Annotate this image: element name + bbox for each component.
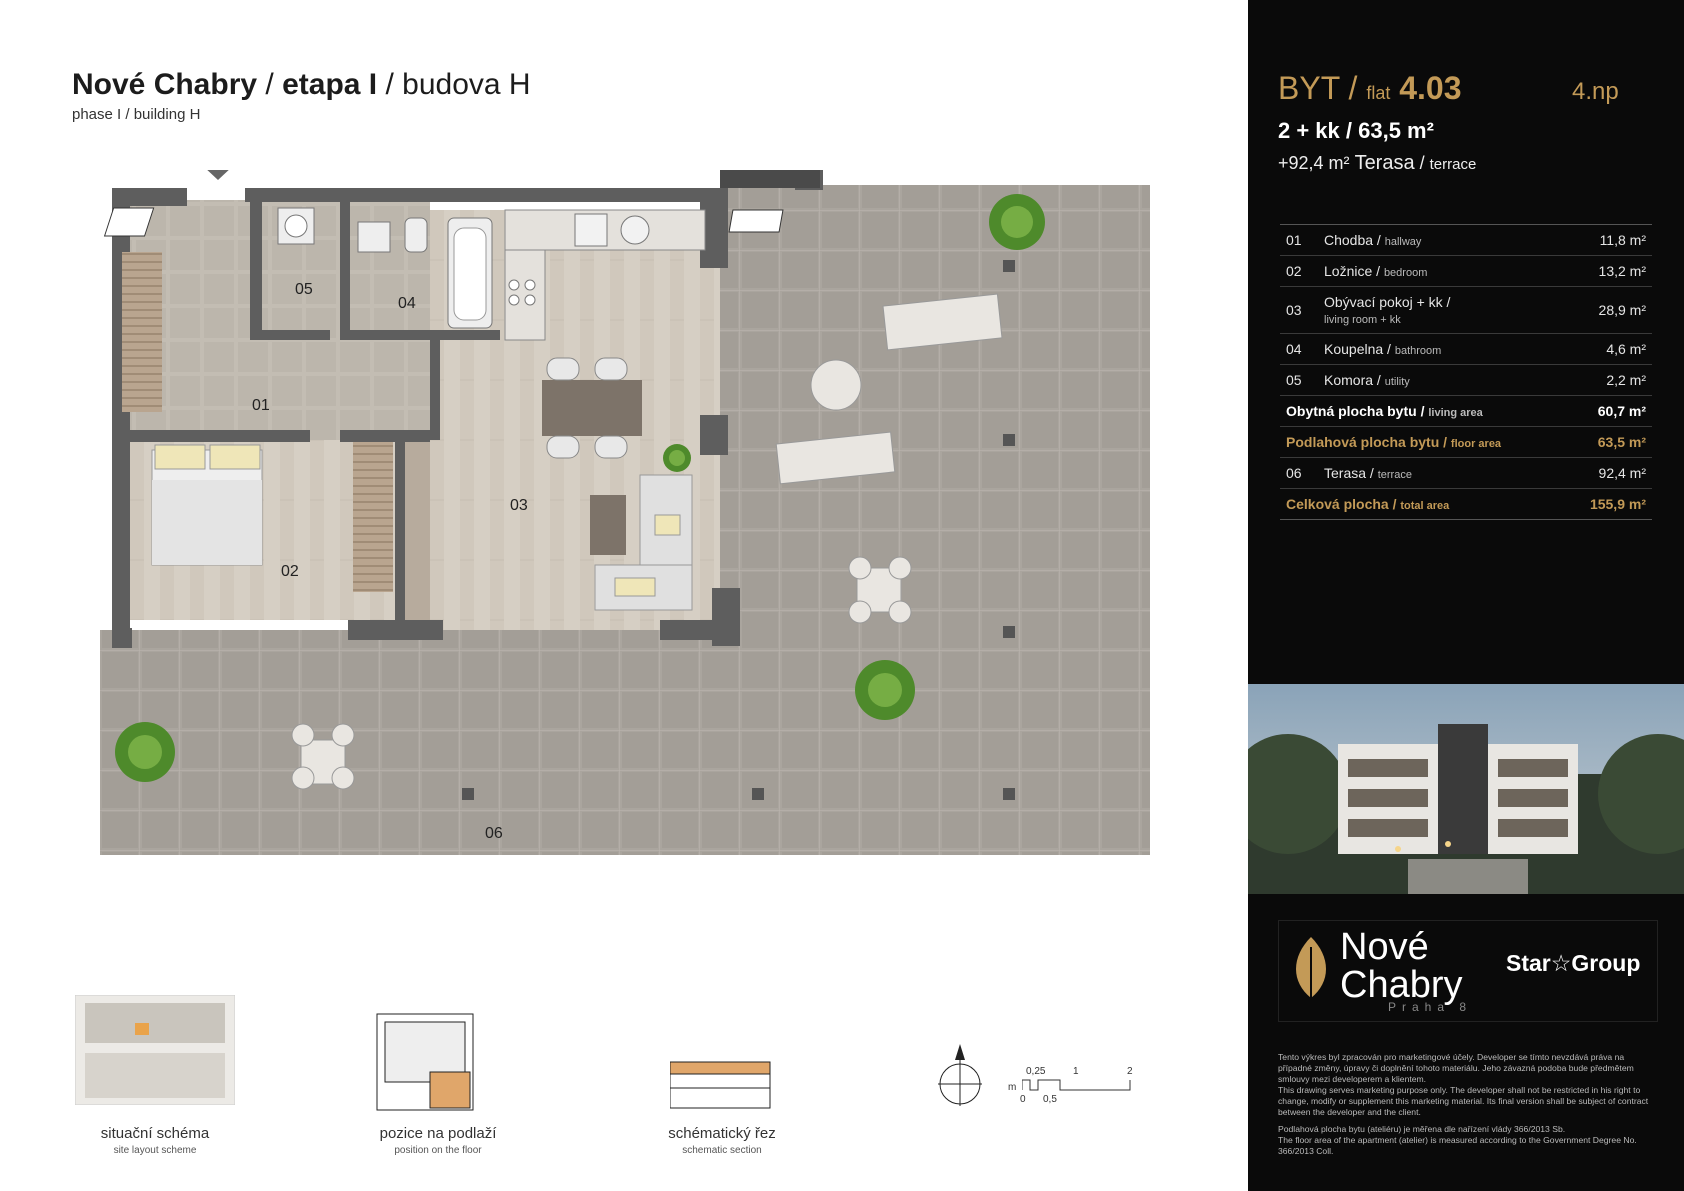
developer-logo: Star☆Group	[1506, 950, 1641, 976]
logo-area	[1278, 920, 1658, 1022]
disclaimer: Tento výkres byl zpracován pro marketing…	[1278, 1052, 1649, 1156]
site-scheme-thumbnail	[75, 995, 235, 1105]
terrace-summary: +92,4 m² Terasa / terrace	[1278, 152, 1477, 174]
phase-name: etapa I	[282, 68, 378, 101]
building-name: budova H	[402, 68, 531, 101]
floor-position-caption: pozice na podlaží	[379, 1125, 497, 1142]
scale-label-0: 0	[1020, 1094, 1026, 1105]
floor-number: 4.np	[1572, 78, 1619, 105]
floor-position-caption-en: position on the floor	[394, 1145, 482, 1156]
info-panel: BYT / flat 4.03 4.np 2 + kk / 63,5 m² +9…	[1248, 0, 1684, 1191]
room-label-06: 06	[485, 825, 503, 842]
flat-type: 2 + kk / 63,5 m²	[1278, 118, 1434, 143]
page-subtitle: phase I / building H	[72, 106, 201, 123]
room-table: 01 Chodba / hallway 11,8 m² 02 Ložnice /…	[1280, 224, 1652, 520]
table-row: 01 Chodba / hallway 11,8 m²	[1280, 224, 1652, 256]
logo-city: Praha 8	[1388, 1000, 1473, 1014]
room-label-05: 05	[295, 281, 313, 298]
floor-plan: 05 04 01 03 02 06	[100, 170, 1150, 858]
flat-heading: BYT / flat 4.03	[1278, 70, 1462, 106]
living-area-row: Obytná plocha bytu / living area 60,7 m²	[1280, 395, 1652, 427]
terrace-south	[100, 630, 1150, 855]
entrance-arrow-icon	[207, 170, 229, 180]
room-label-01: 01	[252, 397, 270, 414]
project-name: Nové Chabry	[72, 68, 258, 101]
building-photo	[1248, 684, 1684, 894]
table-row: 03 Obývací pokoj + kk /living room + kk …	[1280, 286, 1652, 334]
section-thumbnail	[670, 1061, 771, 1109]
room-label-03: 03	[510, 497, 528, 514]
room-label-02: 02	[281, 563, 299, 580]
scale-label-1: 1	[1073, 1066, 1079, 1077]
bedroom-wardrobe	[353, 442, 393, 592]
scale-label-2: 2	[1127, 1066, 1133, 1077]
scale-label-0-5: 0,5	[1043, 1094, 1057, 1105]
star-icon: ☆	[1550, 950, 1572, 976]
site-scheme-caption-en: site layout scheme	[113, 1145, 197, 1156]
scale-bar	[1022, 1079, 1131, 1091]
table-row: 05 Komora / utility 2,2 m²	[1280, 364, 1652, 396]
scale-unit: m	[1008, 1082, 1017, 1093]
scale-label-0-25: 0,25	[1026, 1066, 1046, 1077]
hallway-wardrobe	[122, 252, 162, 412]
section-caption: schématický řez	[668, 1125, 776, 1142]
table-row: 04 Koupelna / bathroom 4,6 m²	[1280, 333, 1652, 365]
site-scheme-caption: situační schéma	[100, 1125, 210, 1142]
floor-area-row: Podlahová plocha bytu / floor area 63,5 …	[1280, 426, 1652, 458]
north-arrow-icon	[938, 1044, 982, 1106]
page-title: Nové Chabry / etapa I / budova H	[72, 68, 531, 101]
section-caption-en: schematic section	[682, 1145, 762, 1156]
table-row: 02 Ložnice / bedroom 13,2 m²	[1280, 255, 1652, 287]
total-area-row: Celková plocha / total area 155,9 m²	[1280, 488, 1652, 520]
dining-table	[542, 380, 642, 436]
flat-number: 4.03	[1399, 70, 1462, 106]
terrace-row: 06 Terasa / terrace 92,4 m²	[1280, 457, 1652, 489]
room-label-04: 04	[398, 295, 416, 312]
leaf-logo-icon	[1296, 937, 1326, 998]
floor-position-thumbnail	[376, 1013, 474, 1111]
